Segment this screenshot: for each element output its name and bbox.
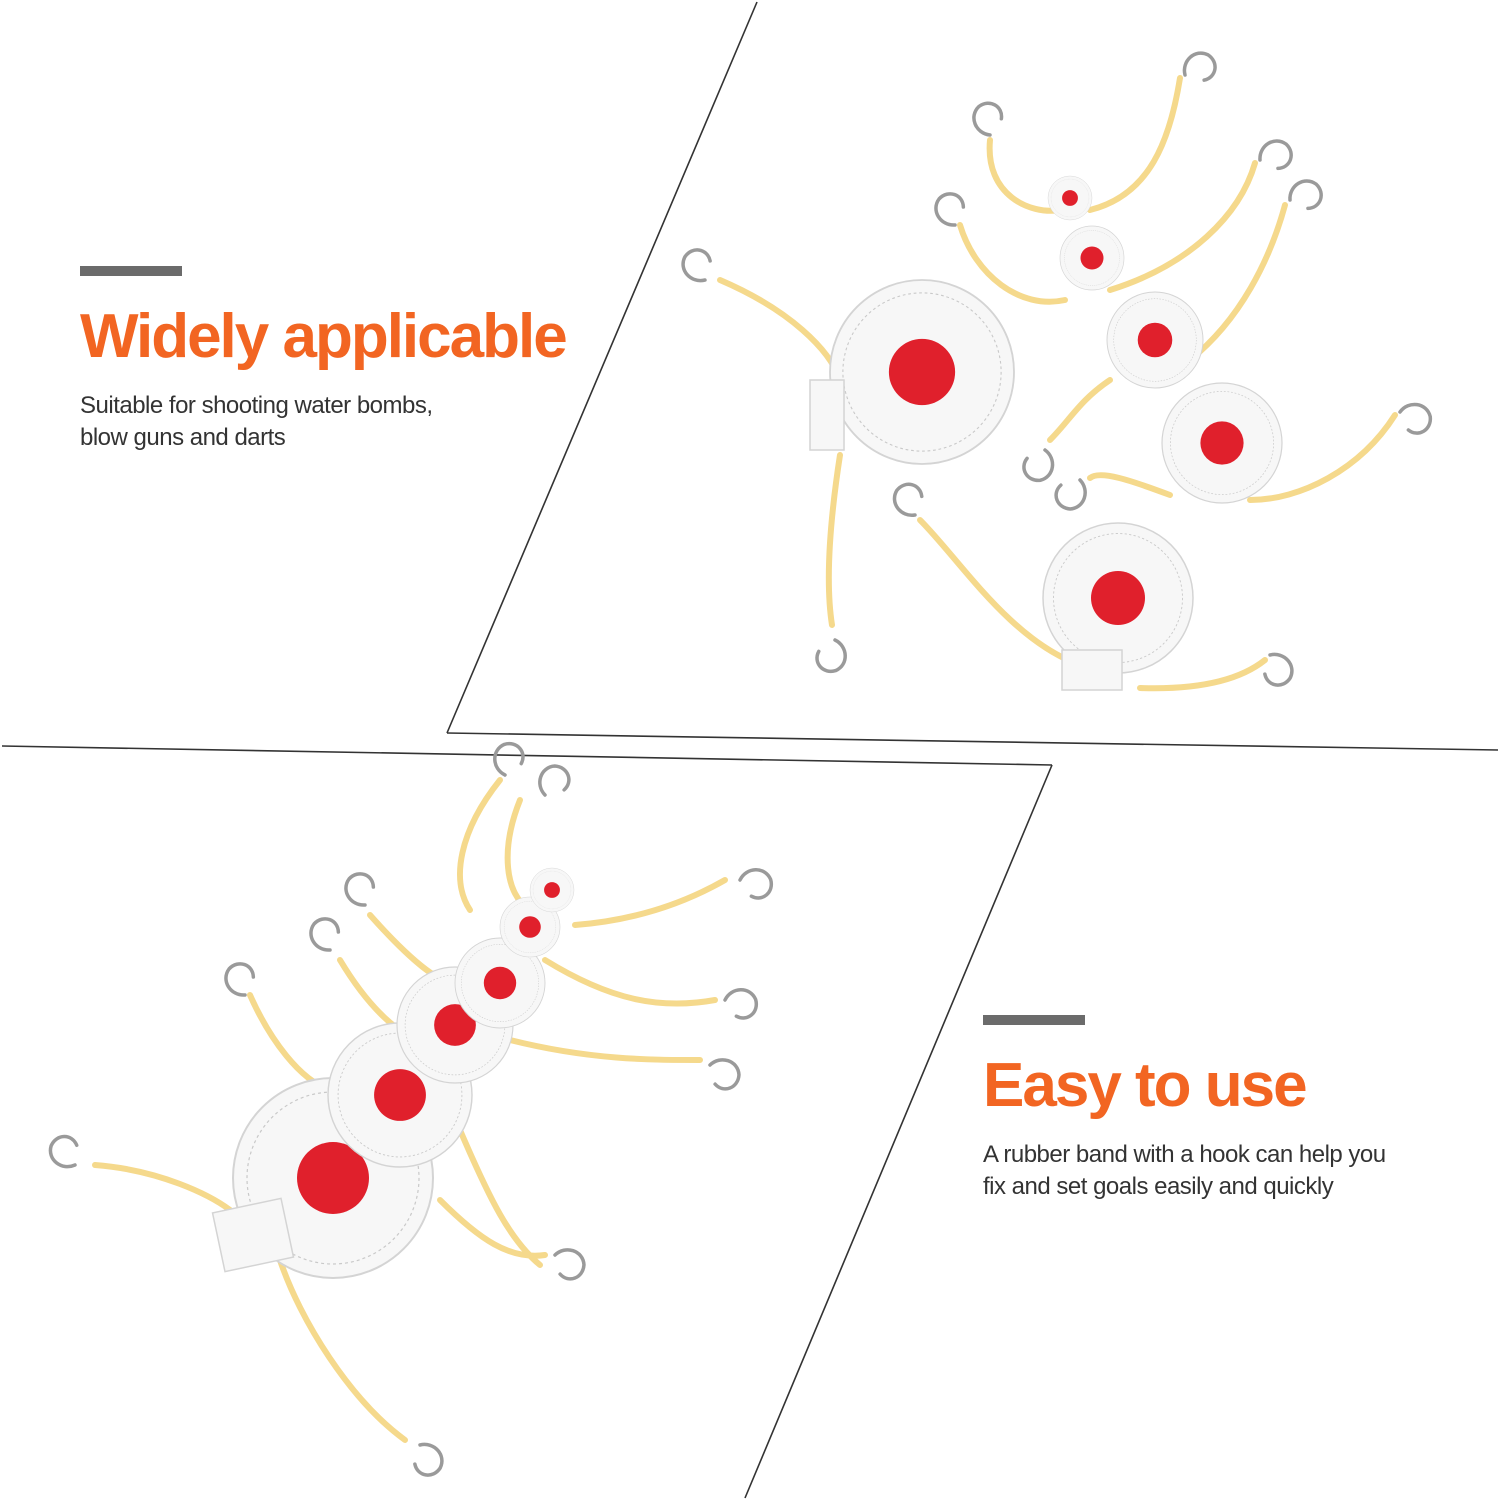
feature-description-line: A rubber band with a hook can help you: [983, 1141, 1386, 1168]
target-faces-top: [830, 176, 1282, 673]
feature-description-line: Suitable for shooting water bombs,: [80, 392, 433, 419]
feature-description-line: fix and set goals easily and quickly: [983, 1173, 1334, 1200]
feature-description: A rubber band with a hook can help you f…: [983, 1139, 1386, 1203]
accent-bar: [80, 266, 182, 276]
feature-description: Suitable for shooting water bombs, blow …: [80, 390, 566, 454]
feature-description-line: blow guns and darts: [80, 424, 286, 451]
feature-block-widely-applicable: Widely applicable Suitable for shooting …: [80, 266, 568, 454]
feature-block-easy-to-use: Easy to use A rubber band with a hook ca…: [983, 1015, 1386, 1203]
accent-bar: [983, 1015, 1085, 1025]
feature-heading: Widely applicable: [80, 302, 568, 371]
feature-heading: Easy to use: [983, 1051, 1308, 1120]
targets-top: [717, 75, 1398, 692]
target-tabs-bottom: [211, 1197, 295, 1273]
target-tabs-top: [809, 379, 1123, 691]
